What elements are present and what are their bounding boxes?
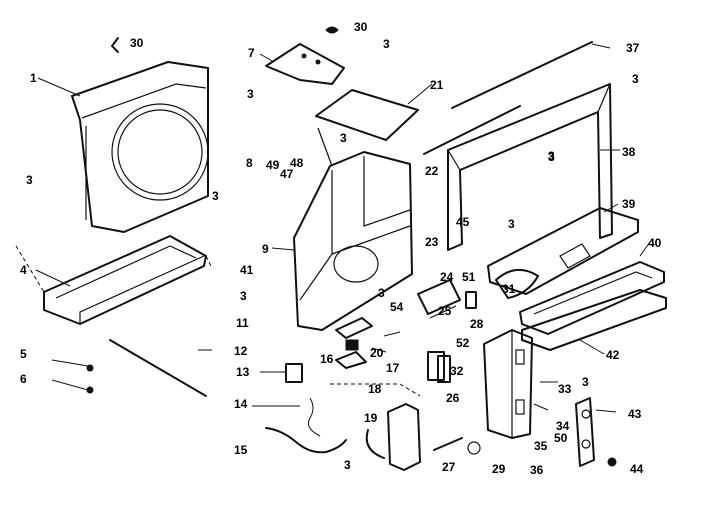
callout-11: 11 [236,316,249,330]
callout-3: 3 [383,37,390,51]
callout-30: 30 [354,20,368,34]
part-cord-15 [265,427,347,454]
callout-33: 33 [558,382,572,396]
callout-9: 9 [262,242,269,256]
callout-8: 8 [246,156,253,170]
callout-50: 50 [554,431,568,445]
callout-20: 20 [370,346,384,360]
callout-3: 3 [212,189,219,203]
callout-29: 29 [492,462,506,476]
callout-3: 3 [548,149,555,163]
callout-42: 42 [606,348,620,362]
callout-14: 14 [234,397,248,411]
part-capacitor-18 [387,403,421,471]
part-bracket-51 [465,291,477,309]
callout-15: 15 [234,443,248,457]
part-shroud [495,269,539,299]
callout-27: 27 [442,460,456,474]
callout-3: 3 [548,150,555,164]
part-screw-30 [325,26,339,34]
callout-38: 38 [622,145,636,159]
callout-48: 48 [290,156,304,170]
part-drain-pan [519,261,667,351]
part-leader-dashed [15,245,45,293]
part-link-27 [433,437,463,451]
part-front-panel [71,61,209,233]
callout-3: 3 [632,72,639,86]
part-rod [109,339,207,397]
callout-54: 54 [390,300,404,314]
part-top-bracket [265,43,345,85]
part-strip-22 [423,105,521,155]
part-capacitor [427,351,451,383]
part-screw-5 [86,364,94,372]
callout-16: 16 [320,352,334,366]
callout-26: 26 [446,391,460,405]
part-knob-29 [467,441,481,455]
callout-3: 3 [344,458,351,472]
callout-23: 23 [425,235,439,249]
callout-31: 31 [502,282,516,296]
callout-28: 28 [470,317,484,331]
callout-7: 7 [248,46,255,60]
callout-45: 45 [456,215,470,229]
callout-24: 24 [440,270,454,284]
callout-3: 3 [378,286,385,300]
callout-51: 51 [462,270,476,284]
callout-36: 36 [530,463,544,477]
callout-49: 49 [266,158,280,172]
callout-13: 13 [236,365,250,379]
part-wire-19 [365,429,385,459]
part-switch-16 [345,339,359,351]
callout-25: 25 [438,304,452,318]
part-plate-16 [335,317,373,339]
callout-35: 35 [534,439,548,453]
part-control-bracket [483,329,533,439]
part-cabinet [447,83,613,251]
part-bulkhead [293,127,413,331]
part-control-panel-43 [575,397,595,467]
callout-3: 3 [26,173,33,187]
callout-5: 5 [20,347,27,361]
callout-22: 22 [425,164,439,178]
part-panel-23 [417,279,461,315]
callout-2: 30 [130,36,144,50]
callout-6: 6 [20,372,27,386]
leader-lines [35,43,651,413]
callout-17: 17 [386,361,400,375]
callout-18: 18 [368,382,382,396]
callout-52: 52 [456,336,470,350]
callout-3: 3 [582,375,589,389]
callout-3: 3 [340,131,347,145]
part-base-tray [43,235,207,325]
callout-19: 19 [364,411,378,425]
callout-41: 41 [240,263,254,277]
part-bracket-13 [285,363,303,383]
part-wire-14 [307,397,321,437]
callout-37: 37 [626,41,640,55]
callout-21: 21 [430,78,444,92]
callout-12: 12 [234,344,248,358]
part-clip [111,37,119,53]
callout-43: 43 [628,407,642,421]
part-screw-44 [607,457,617,467]
callout-40: 40 [648,236,662,250]
callout-32: 32 [450,364,464,378]
callout-47: 47 [280,167,294,181]
callout-3: 3 [247,87,254,101]
callout-44: 44 [630,462,644,476]
part-panel-24 [429,305,457,319]
callout-39: 39 [622,197,636,211]
callout-4: 4 [20,263,27,277]
part-top-plate [315,89,419,141]
callout-3: 3 [508,217,515,231]
part-plate-17 [335,351,367,369]
part-base-pan [487,207,639,295]
callout-34: 34 [556,419,570,433]
callout-1: 1 [30,71,37,85]
callout-3: 3 [240,289,247,303]
part-strip-37 [451,41,593,109]
